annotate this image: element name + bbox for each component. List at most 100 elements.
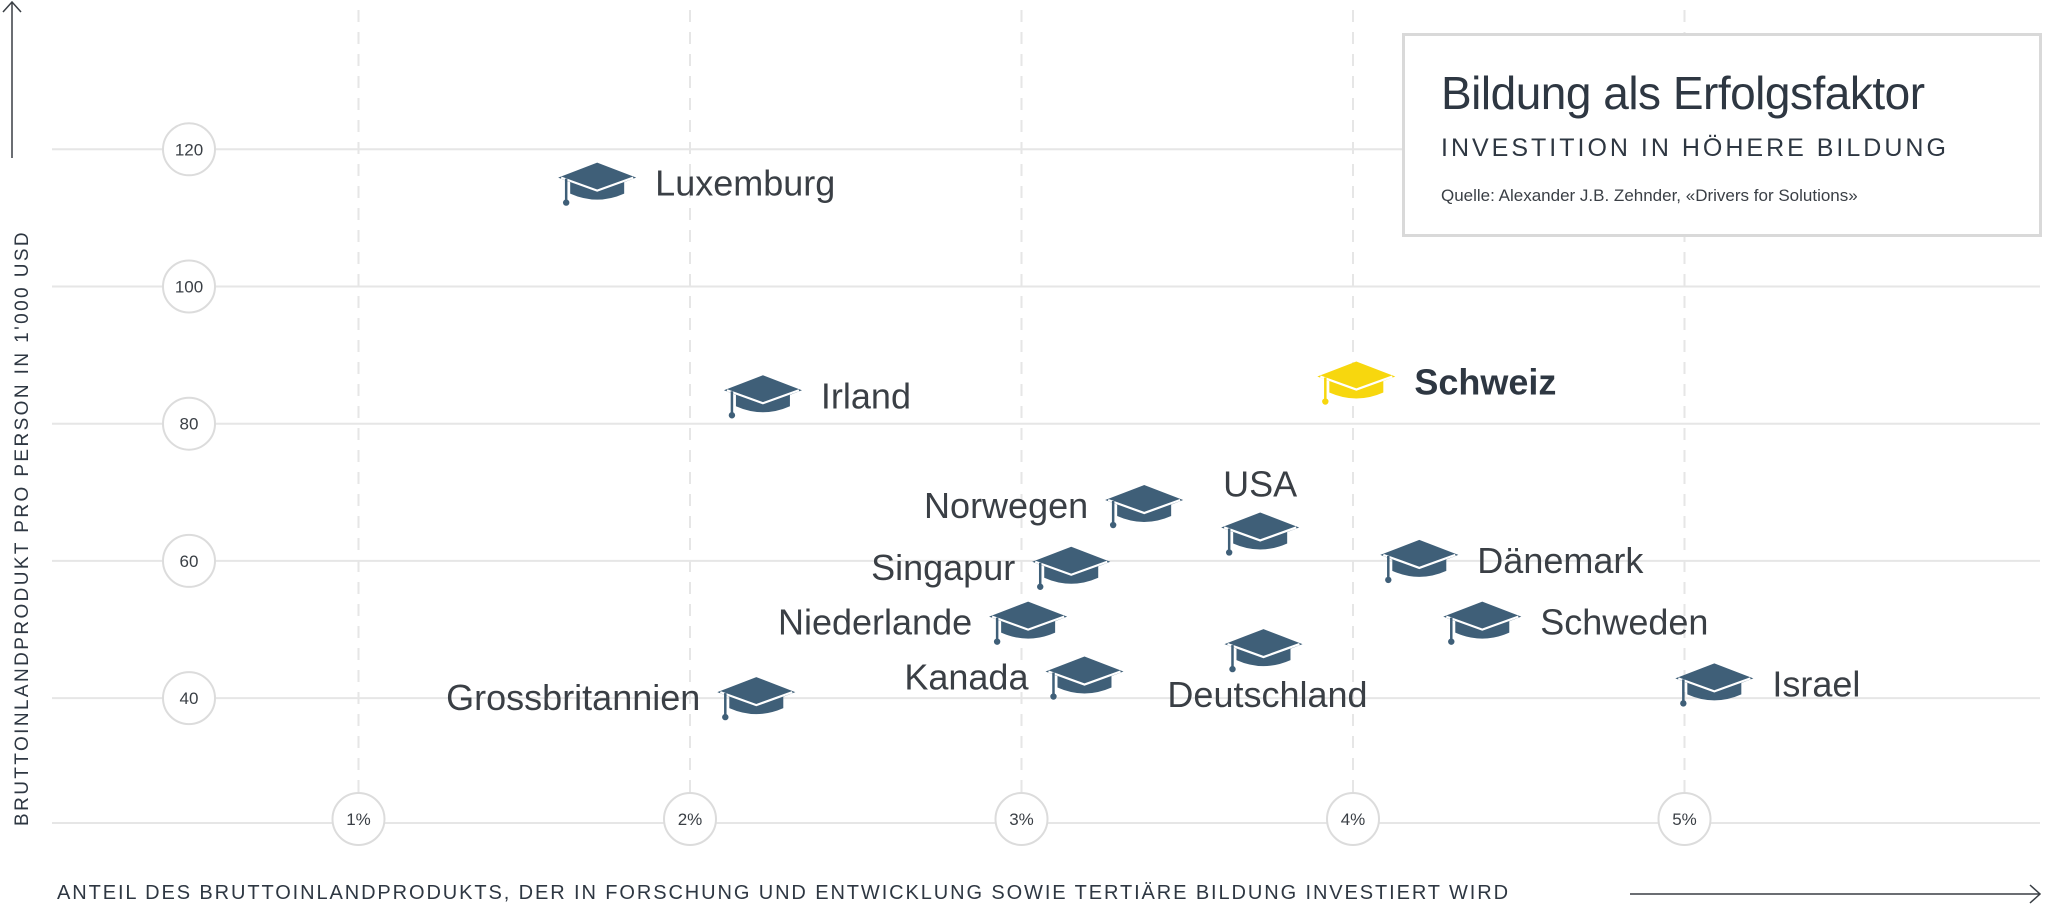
cap-tassel [1322,398,1329,405]
point-label: Deutschland [1167,674,1367,715]
cap-highlight-line [1107,498,1181,515]
data-point: Dänemark [1380,539,1644,584]
y-tick: 60 [162,533,216,588]
data-point: Norwegen [924,485,1184,529]
y-tick-label: 100 [175,278,203,297]
point-label: Luxemburg [655,163,835,204]
graduation-cap-icon [1045,656,1124,700]
cap-top [989,601,1068,632]
y-tick: 80 [162,396,216,451]
y-tick-circle [162,122,216,177]
data-point: Luxemburg [558,162,835,206]
graduation-cap-icon [558,162,637,206]
x-tick-label: 2% [678,810,703,829]
point-label: Norwegen [924,485,1088,526]
graduation-cap-icon [1105,485,1184,529]
graduation-cap-icon [1443,601,1522,645]
cap-top [1105,485,1184,516]
cap-highlight-line [1382,553,1456,570]
y-tick-label: 120 [175,140,203,159]
y-tick-circle [162,259,216,314]
y-tick-label: 80 [180,415,199,434]
x-tick: 1% [331,792,386,846]
cap-highlight-line [1319,375,1393,391]
cap-highlight-line [1445,615,1519,631]
cap-tassel [1229,665,1236,673]
y-tick: 100 [162,259,216,314]
cap-tassel [1050,693,1057,700]
cap-highlight-line [560,176,634,192]
cap-tassel [1680,700,1687,707]
point-label: Schweiz [1414,362,1556,403]
x-tick: 3% [994,792,1049,846]
y-tick-circle [162,396,216,451]
point-label: Israel [1772,663,1860,704]
cap-tassel [562,199,570,206]
y-axis-title: BRUTTOINLANDPRODUKT PRO PERSON IN 1'000 … [12,229,33,826]
cap-tassel [1225,549,1233,556]
y-tick-circle [162,533,216,588]
data-point: Niederlande [778,601,1068,645]
x-tick-circle [663,792,717,846]
cap-tassel [1385,576,1392,584]
cap-highlight-line [1048,670,1121,686]
x-tick: 2% [663,792,717,846]
x-tick-circle [1657,792,1712,846]
data-point: Israel [1675,663,1860,707]
data-point: Grossbritannien [446,677,796,721]
cap-tassel [722,713,729,721]
cap-tassel [1448,638,1455,645]
graduation-cap-icon [1675,663,1754,707]
cap-top [1032,546,1111,577]
chart-info-box: Bildung als Erfolgsfaktor INVESTITION IN… [1402,33,2042,237]
point-label: USA [1223,463,1297,504]
point-label: Singapur [871,547,1015,588]
y-tick-circle [162,671,216,726]
point-label: Niederlande [778,602,972,643]
y-axis-arrowhead [2,0,22,13]
graduation-cap-icon [1380,539,1459,584]
cap-top [1045,656,1124,687]
point-label: Irland [821,375,911,416]
graduation-cap-icon [723,375,802,419]
data-point: Schweiz [1317,361,1556,405]
graduation-cap-icon [717,677,796,721]
data-point: Irland [723,375,911,419]
cap-highlight-line [1034,560,1108,576]
cap-highlight-line [719,691,793,707]
cap-tassel [1109,521,1117,529]
cap-top [1675,663,1754,694]
cap-top [1224,629,1303,660]
data-point: Deutschland [1167,629,1368,715]
x-tick-label: 5% [1672,810,1697,829]
cap-tassel [1037,583,1044,590]
cap-highlight-line [1227,643,1300,659]
point-label: Grossbritannien [446,677,700,718]
graduation-cap-icon [1317,361,1396,405]
cap-top [1380,539,1459,570]
x-tick-label: 4% [1341,810,1366,829]
cap-top [1317,361,1396,392]
y-tick: 120 [162,122,216,177]
x-tick-circle [994,792,1049,846]
x-tick-label: 3% [1009,810,1034,829]
cap-highlight-line [726,389,800,405]
x-axis-title: ANTEIL DES BRUTTOINLANDPRODUKTS, DER IN … [57,882,1510,904]
cap-top [717,677,796,708]
data-point: Schweden [1443,601,1708,645]
y-tick-label: 60 [180,552,199,571]
data-point: USA [1221,463,1300,556]
chart-subtitle: INVESTITION IN HÖHERE BILDUNG [1441,134,1949,162]
cap-highlight-line [1677,677,1751,693]
graduation-cap-icon [1224,629,1303,673]
cap-highlight-line [1223,526,1297,542]
x-tick-circle [1326,792,1380,846]
chart-title: Bildung als Erfolgsfaktor [1441,67,1925,119]
point-label: Dänemark [1477,540,1644,581]
x-tick-label: 1% [346,810,371,829]
cap-top [558,162,637,193]
chart-source: Quelle: Alexander J.B. Zehnder, «Drivers… [1441,186,1858,205]
x-tick: 5% [1657,792,1712,846]
graduation-cap-icon [1221,512,1300,556]
cap-highlight-line [991,615,1065,631]
